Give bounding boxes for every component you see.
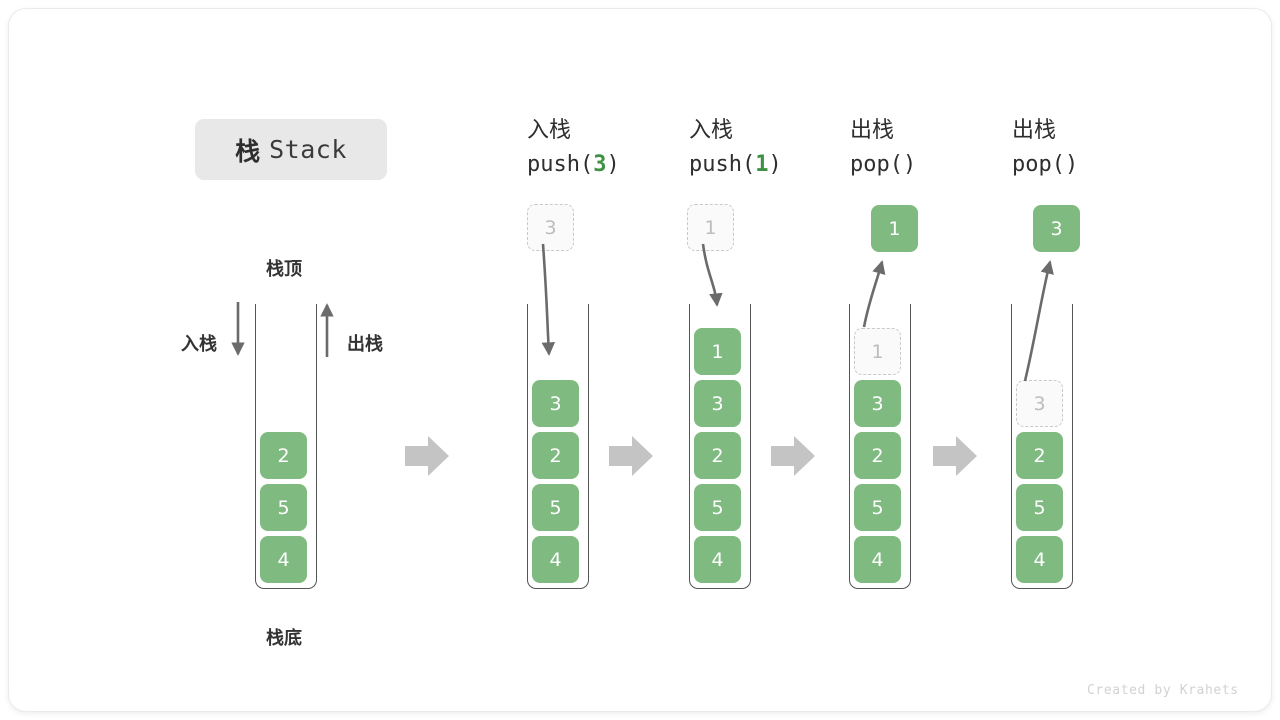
stack-cell: 5 [694, 484, 741, 531]
header-line-cn: 出栈 [850, 118, 895, 143]
footer-credit: Created by Krahets [1087, 683, 1239, 698]
stack-cell: 2 [532, 432, 579, 479]
stack-cell: 2 [694, 432, 741, 479]
column-header-pop-3: 出栈 pop() [1012, 114, 1078, 182]
stack-cell: 3 [854, 380, 901, 427]
stack-cell: 2 [854, 432, 901, 479]
header-line-cn: 入栈 [527, 118, 572, 143]
stack-cell: 1 [694, 328, 741, 375]
column-header-push-1: 入栈 push(1) [689, 114, 782, 182]
code-prefix: pop( [850, 152, 903, 177]
code-suffix: ) [768, 152, 782, 177]
code-prefix: push( [527, 152, 594, 177]
column-header-push-3: 入栈 push(3) [527, 114, 620, 182]
code-suffix: ) [606, 152, 620, 177]
stack-cell: 5 [854, 484, 901, 531]
stack-container-push-3 [527, 304, 589, 589]
arrow-overlay [231, 243, 1054, 476]
stage-arrow-2 [609, 436, 653, 476]
floating-cell-push-1: 1 [687, 204, 734, 251]
stack-container-push-1 [689, 304, 751, 589]
floating-cell: 1 [687, 204, 734, 251]
stack-cell: 4 [694, 536, 741, 583]
header-line-cn: 出栈 [1012, 118, 1057, 143]
header-line-cn: 入栈 [689, 118, 734, 143]
floating-cell-pop-1: 1 [871, 205, 918, 252]
label-stack-bottom: 栈底 [266, 628, 302, 649]
label-stack-top: 栈顶 [266, 259, 302, 280]
floating-cell: 3 [527, 204, 574, 251]
stack-cell: 4 [260, 536, 307, 583]
floating-cell-push-3: 3 [527, 204, 574, 251]
stack-cell: 3 [532, 380, 579, 427]
code-suffix: ) [1064, 152, 1079, 177]
code-arg: 3 [593, 152, 607, 177]
stage-arrow-4 [933, 436, 977, 476]
header-line-code: push(1) [689, 148, 782, 182]
header-line-code: push(3) [527, 148, 620, 182]
stack-cell: 5 [532, 484, 579, 531]
code-suffix: ) [902, 152, 917, 177]
stack-cell: 4 [854, 536, 901, 583]
stack-cell: 1 [854, 328, 901, 375]
code-prefix: push( [689, 152, 756, 177]
column-header-pop-1: 出栈 pop() [850, 114, 916, 182]
label-pop-side: 出栈 [347, 334, 383, 355]
stack-cells-push-1: 1 3 2 5 4 [694, 328, 741, 583]
push-1-flow-arrow [701, 243, 723, 307]
stack-cell: 2 [1016, 432, 1063, 479]
stage-arrow-1 [405, 436, 449, 476]
stack-cell: 3 [694, 380, 741, 427]
stack-container-pop-3 [1011, 304, 1073, 589]
floating-cell: 3 [1033, 205, 1080, 252]
floating-cell: 1 [871, 205, 918, 252]
diagram-title: 栈 Stack [195, 119, 387, 180]
header-line-code: pop() [1012, 148, 1078, 182]
diagram-frame: 栈 Stack 栈顶 入栈 出栈 栈底 2 5 4 入栈 push(3) 3 3… [8, 8, 1272, 712]
title-en: Stack [269, 135, 347, 164]
stack-cell: 3 [1016, 380, 1063, 427]
label-push-side: 入栈 [181, 334, 217, 355]
stack-cell: 5 [1016, 484, 1063, 531]
title-cn: 栈 [235, 136, 261, 166]
stack-cell: 2 [260, 432, 307, 479]
stack-container-initial [255, 304, 317, 589]
stage-arrow-3 [771, 436, 815, 476]
stack-cells-push-3: 3 2 5 4 [532, 380, 579, 583]
stack-cells-initial: 2 5 4 [260, 432, 307, 583]
stack-cell: 4 [1016, 536, 1063, 583]
floating-cell-pop-3: 3 [1033, 205, 1080, 252]
header-line-code: pop() [850, 148, 916, 182]
code-prefix: pop( [1012, 152, 1065, 177]
stack-cells-pop-3: 3 2 5 4 [1016, 380, 1063, 583]
stack-cells-pop-1: 1 3 2 5 4 [854, 328, 901, 583]
stack-container-pop-1 [849, 304, 911, 589]
stack-cell: 5 [260, 484, 307, 531]
code-arg: 1 [755, 152, 769, 177]
stack-cell: 4 [532, 536, 579, 583]
